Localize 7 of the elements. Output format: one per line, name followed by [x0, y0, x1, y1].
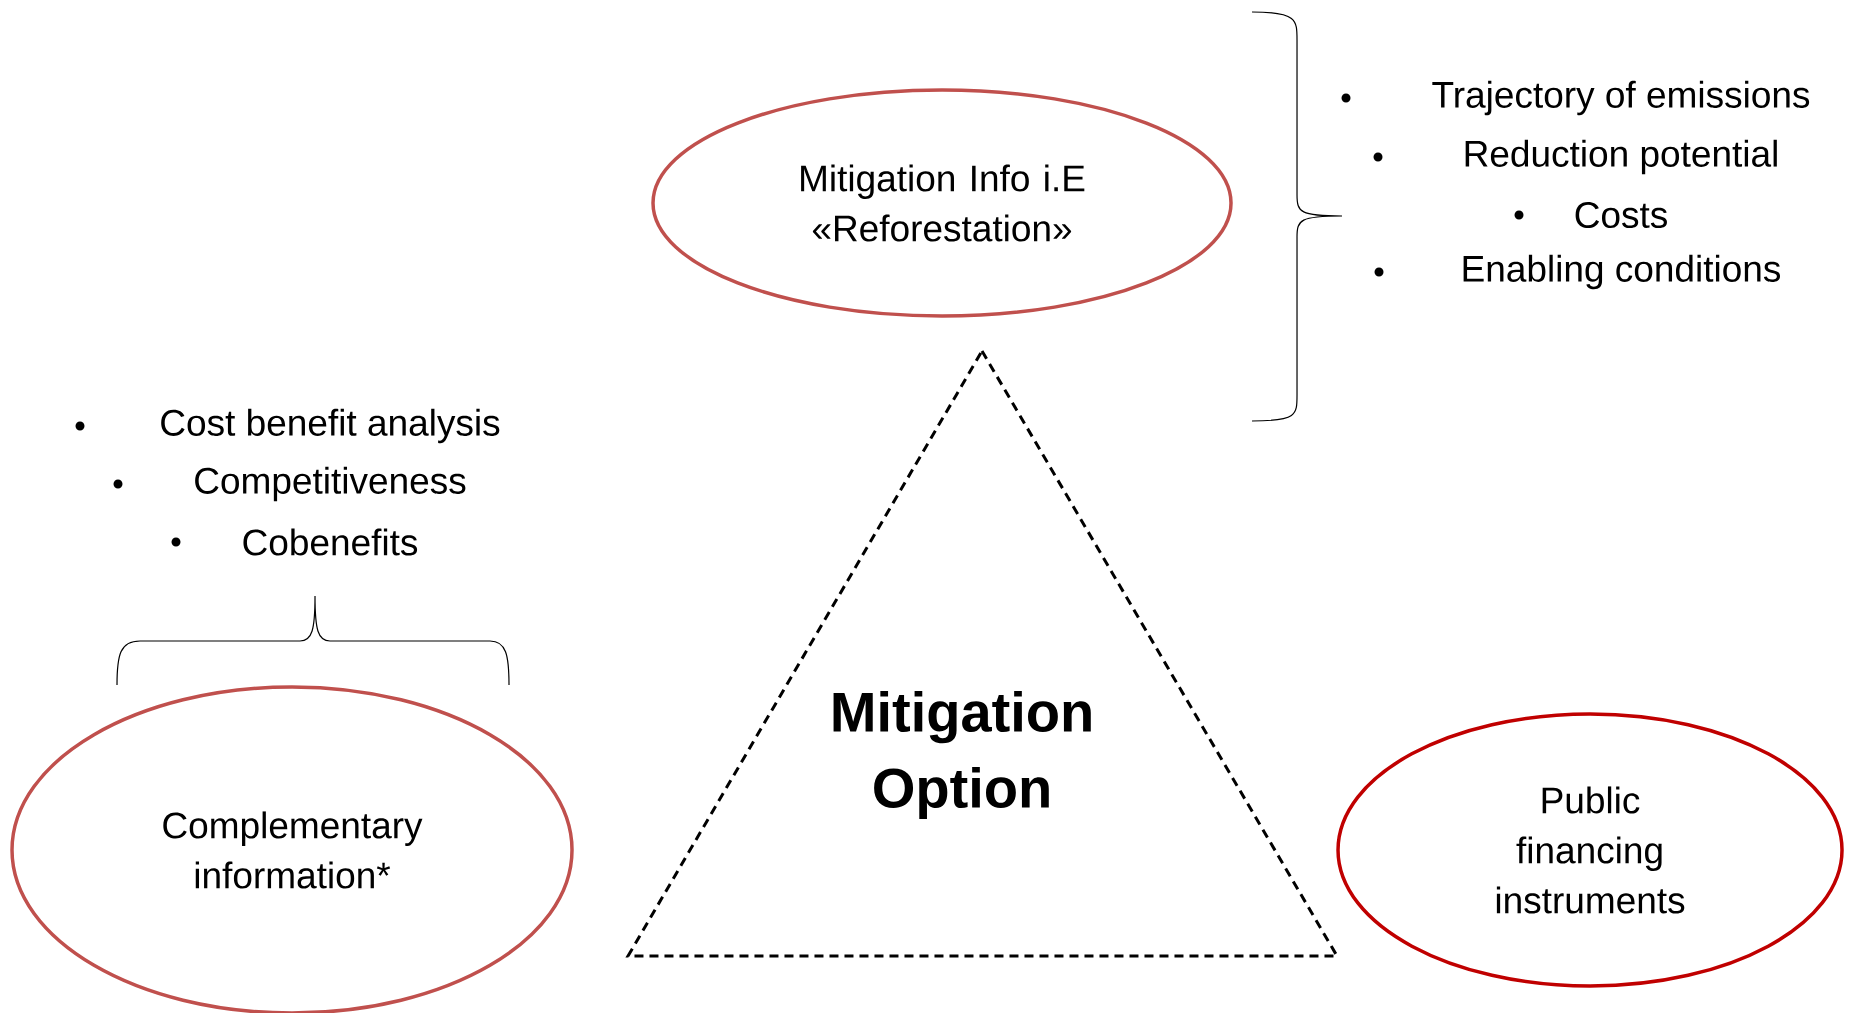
list-item: Competitiveness	[195, 466, 466, 502]
list-item: Costs	[1575, 201, 1667, 229]
list-item: Cobenefits	[243, 528, 418, 556]
list-item: Trajectory of emissions	[1432, 80, 1810, 116]
list-item: Cost benefit analysis	[161, 408, 500, 444]
list-item: Reduction potential	[1465, 139, 1777, 175]
list-item: Enabling conditions	[1463, 254, 1780, 290]
